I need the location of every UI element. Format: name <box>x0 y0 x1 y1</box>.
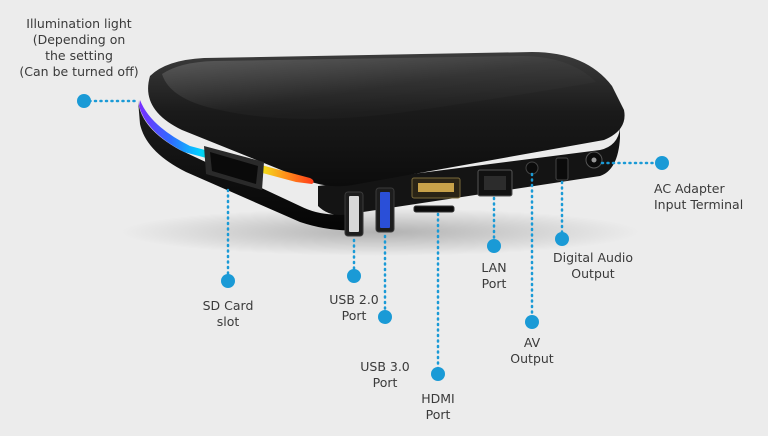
sd-card-dot <box>221 274 235 288</box>
label-usb3: USB 3.0 Port <box>345 359 425 391</box>
label-line: USB 2.0 <box>329 292 379 307</box>
label-line: Digital Audio <box>552 250 634 265</box>
illumination-dot <box>77 94 91 108</box>
label-line: the setting <box>45 48 113 63</box>
label-line: SD Card <box>202 298 254 313</box>
av-jack <box>525 161 539 175</box>
lan-dot <box>487 239 501 253</box>
digital-audio-dot <box>555 232 569 246</box>
label-line: slot <box>216 314 240 329</box>
label-line: LAN <box>481 260 507 275</box>
label-line: Output <box>510 351 554 366</box>
label-line: AC Adapter <box>654 181 725 196</box>
label-digital-audio: Digital Audio Output <box>543 250 643 282</box>
tv-box <box>120 52 640 256</box>
callout-lines <box>82 99 662 374</box>
label-ac-adapter: AC Adapter Input Terminal <box>654 181 764 213</box>
hdmi-dot <box>431 367 445 381</box>
label-line: (Can be turned off) <box>19 64 139 79</box>
label-line: Port <box>372 375 398 390</box>
illumination-light-strip <box>139 100 314 184</box>
label-line: Output <box>571 266 615 281</box>
label-illumination: Illumination light (Depending on the set… <box>14 16 144 80</box>
usb3-dot <box>378 310 392 324</box>
label-line: Port <box>425 407 451 422</box>
ac-adapter-dot <box>655 156 669 170</box>
label-line: (Depending on <box>32 32 126 47</box>
label-line: AV <box>523 335 541 350</box>
label-hdmi: HDMI Port <box>403 391 473 423</box>
label-line: USB 3.0 <box>360 359 410 374</box>
label-line: HDMI <box>421 391 455 406</box>
label-sd-card: SD Card slot <box>183 298 273 330</box>
callout-dots <box>77 94 669 381</box>
usb2-dot <box>347 269 361 283</box>
label-line: Port <box>341 308 367 323</box>
label-lan: LAN Port <box>464 260 524 292</box>
label-line: Illumination light <box>26 16 132 31</box>
label-line: Port <box>481 276 507 291</box>
label-av: AV Output <box>497 335 567 367</box>
label-usb2: USB 2.0 Port <box>314 292 394 324</box>
label-line: Input Terminal <box>654 197 744 212</box>
av-dot <box>525 315 539 329</box>
spdif-port <box>555 157 569 181</box>
